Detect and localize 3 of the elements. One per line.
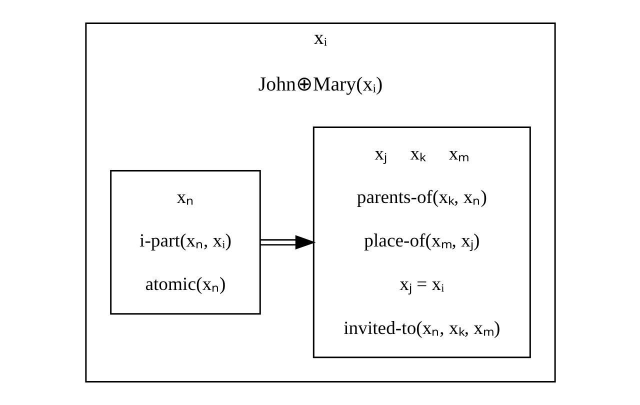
node-box: xₙ i-part(xₙ, xᵢ) atomic(xₙ) (110, 170, 260, 315)
node-box: xⱼ xₖ xₘ parents-of(xₖ, xₙ) place-of(xₘ, xⱼ) xⱼ = xᵢ invited-to(xₙ, xₖ, xₘ) (312, 126, 530, 358)
arrow (260, 235, 316, 250)
